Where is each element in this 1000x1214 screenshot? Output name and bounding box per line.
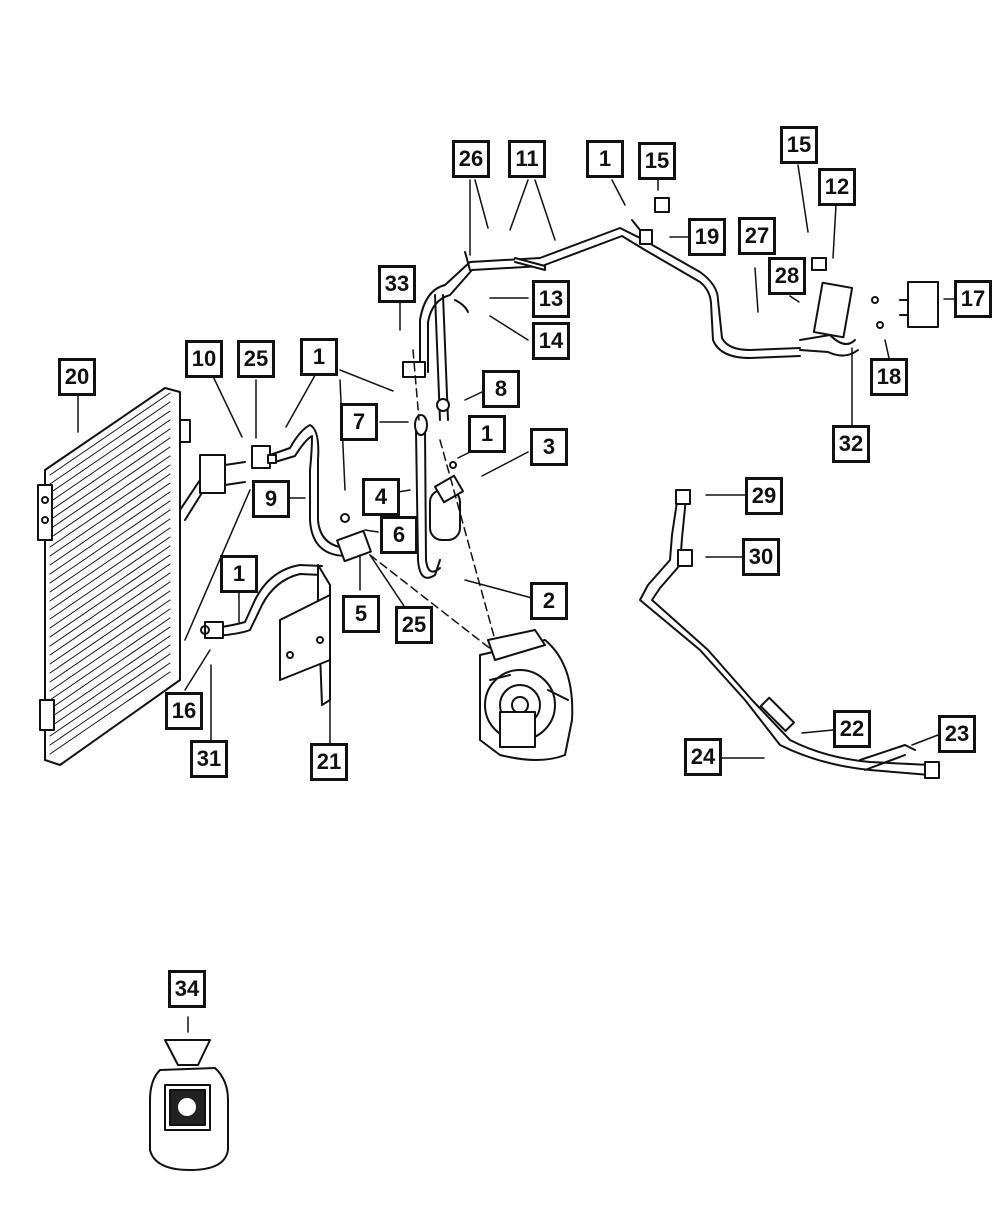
callout-24: 24 [684, 738, 722, 776]
callout-13: 13 [532, 280, 570, 318]
callout-12: 12 [818, 168, 856, 206]
callout-29: 29 [745, 477, 783, 515]
discharge-hose-icon [251, 424, 372, 563]
callout-5: 5 [342, 595, 380, 633]
callout-8: 8 [482, 370, 520, 408]
callout-11: 11 [508, 140, 546, 178]
callout-15-left: 15 [638, 142, 676, 180]
callout-19: 19 [688, 218, 726, 256]
callout-15-right: 15 [780, 126, 818, 164]
callout-10: 10 [185, 340, 223, 378]
callout-22: 22 [833, 710, 871, 748]
callout-25-bottom: 25 [395, 606, 433, 644]
callout-23: 23 [938, 715, 976, 753]
leader-lines [77, 164, 955, 1033]
rear-ac-hose-icon [639, 489, 940, 779]
compressor-icon [479, 629, 574, 761]
condenser-icon [37, 387, 246, 766]
callout-7: 7 [340, 403, 378, 441]
callout-28: 28 [768, 257, 806, 295]
callout-16: 16 [165, 692, 203, 730]
callout-14: 14 [532, 322, 570, 360]
suction-hose-icon [414, 414, 465, 579]
callout-33: 33 [378, 265, 416, 303]
callout-18: 18 [870, 358, 908, 396]
callout-2: 2 [530, 582, 568, 620]
callout-31: 31 [190, 740, 228, 778]
callout-9: 9 [252, 480, 290, 518]
callout-21: 21 [310, 743, 348, 781]
callout-25-top: 25 [237, 340, 275, 378]
callout-4: 4 [362, 478, 400, 516]
callout-1-mid: 1 [300, 338, 338, 376]
callout-30: 30 [742, 538, 780, 576]
callout-34: 34 [168, 970, 206, 1008]
callout-1-center: 1 [468, 415, 506, 453]
callout-26: 26 [452, 140, 490, 178]
expansion-valve-icon [799, 257, 939, 357]
callout-6: 6 [380, 516, 418, 554]
callout-20: 20 [58, 358, 96, 396]
callout-32: 32 [832, 425, 870, 463]
callout-27: 27 [738, 217, 776, 255]
callout-3: 3 [530, 428, 568, 466]
refrigerant-can-icon [149, 1039, 229, 1171]
liquid-line-icon [200, 564, 331, 706]
callout-17: 17 [954, 280, 992, 318]
callout-1-lower: 1 [220, 555, 258, 593]
callout-1-top: 1 [586, 140, 624, 178]
